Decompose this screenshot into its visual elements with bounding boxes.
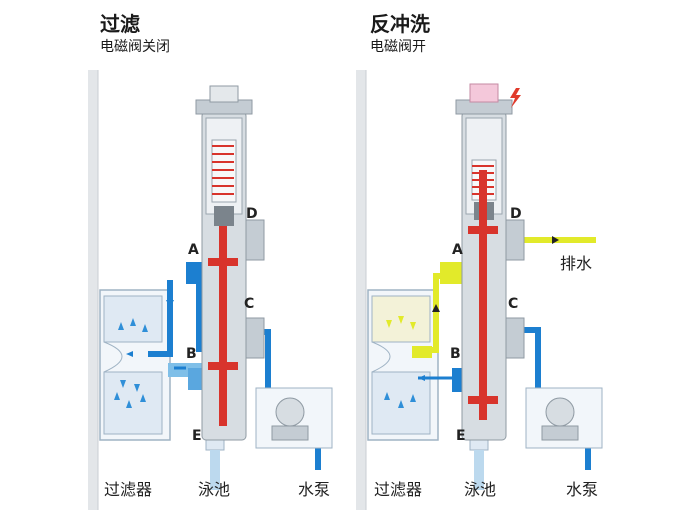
left-valve-body [195, 85, 265, 441]
right-pump [525, 387, 603, 449]
left-panel-title: 过滤 [100, 12, 140, 36]
left-port-b-label: B [186, 346, 197, 362]
right-filter-caption: 过滤器 [374, 480, 423, 499]
left-port-a-label: A [188, 242, 199, 258]
right-pump-caption: 水泵 [566, 480, 599, 499]
right-port-b-label: B [450, 346, 461, 362]
right-port-d-label: D [510, 206, 522, 222]
right-port-c-label: C [508, 296, 519, 312]
right-filter-tank [367, 289, 439, 441]
right-port-e-label: E [456, 428, 466, 444]
left-port-d-label: D [246, 206, 258, 222]
left-filter-caption: 过滤器 [104, 480, 153, 499]
left-flow-arrows [126, 300, 271, 360]
right-flow-arrows [418, 236, 559, 381]
right-drain-caption: 排水 [560, 254, 593, 273]
left-panel-subtitle: 电磁阀关闭 [100, 39, 170, 55]
left-pump [255, 387, 333, 449]
left-port-e-label: E [192, 428, 202, 444]
right-panel-subtitle: 电磁阀开 [370, 39, 426, 55]
left-wall [88, 70, 99, 510]
right-valve-body [455, 83, 525, 441]
right-port-a-label: A [452, 242, 463, 258]
right-pool-caption: 泳池 [464, 480, 497, 499]
right-panel-title: 反冲洗 [370, 12, 430, 36]
right-wall [356, 70, 367, 510]
left-pump-caption: 水泵 [298, 480, 331, 499]
left-pool-caption: 泳池 [198, 480, 231, 499]
left-filter-tank [99, 289, 171, 441]
left-port-c-label: C [244, 296, 255, 312]
